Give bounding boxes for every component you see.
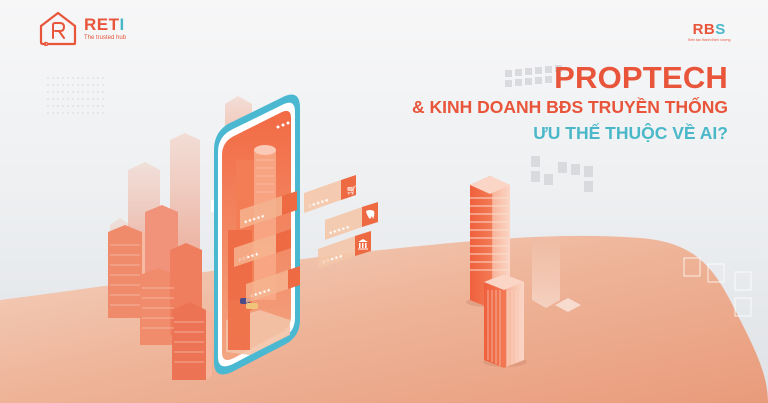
- headline: PROPTECH & KINH DOANH BĐS TRUYỀN THỐNG Ư…: [412, 62, 728, 142]
- rbs-tagline: Kiến tạo thành thịnh vượng: [688, 38, 731, 42]
- right-towers: [466, 176, 581, 368]
- phone-illustration: [211, 94, 300, 375]
- rating-card-tooth: ★★★★★: [325, 202, 378, 240]
- rating-card-cart: 🛒︎ ☆★★★★: [304, 175, 357, 213]
- headline-line-2: & KINH DOANH BĐS TRUYỀN THỐNG: [412, 97, 728, 117]
- reti-name: RETI: [84, 14, 125, 34]
- reti-tagline: The trusted hub: [84, 34, 127, 41]
- svg-text:🛒︎: 🛒︎: [346, 185, 357, 195]
- rbs-logo[interactable]: RBS Kiến tạo thành thịnh vượng: [688, 22, 730, 43]
- headline-line-3: ƯU THẾ THUỘC VỀ AI?: [533, 122, 728, 143]
- floating-rating-cards: 🛒︎ ☆★★★★ ★★★★★ ☆☆★★★: [304, 175, 378, 269]
- house-r-icon: [39, 11, 77, 46]
- headline-line-1: PROPTECH: [554, 60, 728, 95]
- reti-logo[interactable]: RETI The trusted hub: [38, 10, 126, 46]
- rbs-name: RBS: [692, 21, 726, 38]
- rating-card-bank: ☆☆★★★: [318, 231, 371, 269]
